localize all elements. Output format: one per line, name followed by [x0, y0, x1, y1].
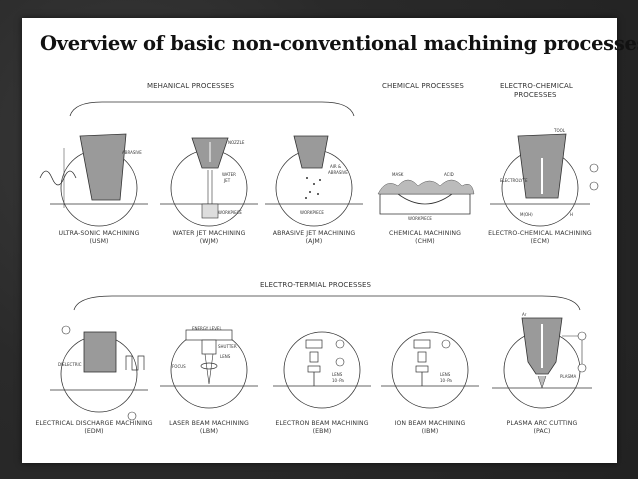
callout-acid: ACID	[444, 172, 454, 177]
label-ecm-name: ELECTRO-CHEMICAL MACHINING	[488, 230, 592, 237]
callout-water-2: JET	[224, 178, 231, 183]
ajm-nozzle	[293, 135, 329, 169]
callout-abrasive: ABRASIVE	[122, 150, 142, 155]
ibm-circle	[391, 331, 469, 409]
label-pac-name: PLASMA ARC CUTTING	[506, 420, 578, 427]
group-electro-chemical-label-1: ELECTRO-CHEMICAL	[500, 82, 573, 90]
callout-h2: H	[570, 212, 574, 217]
label-ecm: ELECTRO-CHEMICAL MACHINING (ECM)	[480, 230, 600, 246]
label-ibm: ION BEAM MACHINING (IBM)	[370, 420, 490, 436]
callout-water-1: WATER	[222, 172, 236, 177]
label-ecm-abbr: (ECM)	[530, 238, 550, 245]
label-edm-abbr: (EDM)	[84, 428, 104, 435]
label-ibm-name: ION BEAM MACHINING	[394, 420, 466, 427]
callout-workpiece-wjm: WORKPIECE	[218, 210, 242, 215]
label-wjm-name: WATER JET MACHINING	[172, 230, 246, 237]
callout-ebm-lens: LENS	[332, 372, 343, 377]
callout-workpiece-ajm: WORKPIECE	[300, 210, 324, 215]
lbm-laser	[185, 329, 233, 370]
callout-tool: TOOL	[554, 128, 565, 133]
label-edm-name: ELECTRICAL DISCHARGE MACHINING	[35, 420, 153, 427]
label-chm: CHEMICAL MACHINING (CHM)	[365, 230, 485, 246]
callout-plasma: PLASMA	[560, 374, 577, 379]
bracket-mechanical	[69, 101, 355, 117]
callout-energy-level: ENERGY LEVEL	[192, 326, 222, 331]
label-pac: PLASMA ARC CUTTING (PAC)	[482, 420, 602, 436]
group-mechanical-label: MEHANICAL PROCESSES	[147, 82, 235, 90]
ibm-gun	[413, 339, 431, 373]
label-ajm-name: ABRASIVE JET MACHINING	[272, 230, 356, 237]
bracket-electro-thermal	[73, 295, 581, 311]
callout-shutter: SHUTTER	[218, 344, 237, 349]
label-wjm: WATER JET MACHINING (WJM)	[149, 230, 269, 246]
callout-ebm-pa: 10⁻Pa	[332, 378, 344, 383]
ebm-gun	[305, 339, 323, 373]
label-chm-name: CHEMICAL MACHINING	[389, 230, 461, 237]
callout-ibm-pa: 10⁻Pa	[440, 378, 452, 383]
label-lbm: LASER BEAM MACHINING (LBM)	[149, 420, 269, 436]
label-pac-abbr: (PAC)	[533, 428, 551, 435]
callout-ar: Ar	[522, 312, 527, 317]
callout-lbm-lens: LENS	[220, 354, 231, 359]
label-ebm: ELECTRON BEAM MACHINING (EBM)	[262, 420, 382, 436]
label-chm-abbr: (CHM)	[415, 238, 435, 245]
usm-wave	[39, 170, 77, 186]
callout-nozzle: NOZZLE	[228, 140, 245, 145]
callout-electrolyte: ELECTROLYTE	[500, 178, 528, 183]
edm-electrode	[83, 331, 117, 373]
group-electro-thermal-label: ELECTRO-TERMIAL PROCESSES	[260, 281, 372, 289]
callout-moh: M(OH)	[520, 212, 533, 217]
label-wjm-abbr: (WJM)	[199, 238, 219, 245]
label-ebm-name: ELECTRON BEAM MACHINING	[275, 420, 369, 427]
label-lbm-abbr: (LBM)	[199, 428, 219, 435]
label-ajm: ABRASIVE JET MACHINING (AJM)	[254, 230, 374, 246]
edm-pulses	[125, 355, 145, 371]
callout-focus: FOCUS	[172, 364, 186, 369]
group-electro-chemical-label-2: PROCESSES	[514, 91, 557, 99]
chm-etchant	[377, 179, 475, 195]
callout-air-2: ABRASIVE	[328, 170, 348, 175]
label-edm: ELECTRICAL DISCHARGE MACHINING (EDM)	[29, 420, 159, 436]
callout-air-1: AIR &	[330, 164, 342, 169]
label-usm-abbr: (USM)	[89, 238, 109, 245]
ebm-circle	[283, 331, 361, 409]
label-ibm-abbr: (IBM)	[421, 428, 439, 435]
callout-mask: MASK	[392, 172, 404, 177]
group-chemical-label: CHEMICAL PROCESSES	[382, 82, 464, 90]
slide: Overview of basic non-conventional machi…	[22, 18, 638, 463]
label-usm-name: ULTRA-SONIC MACHINING	[58, 230, 140, 237]
label-lbm-name: LASER BEAM MACHINING	[169, 420, 249, 427]
usm-tool	[79, 133, 127, 201]
callout-workpiece-chm: WORKPIECE	[408, 216, 432, 221]
callout-dielectric: DIELECTRIC	[58, 362, 82, 367]
label-usm: ULTRA-SONIC MACHINING (USM)	[39, 230, 159, 246]
label-ebm-abbr: (EBM)	[312, 428, 332, 435]
slide-title: Overview of basic non-conventional machi…	[40, 32, 638, 55]
callout-ibm-lens: LENS	[440, 372, 451, 377]
process-diagrams	[39, 101, 599, 421]
label-ajm-abbr: (AJM)	[305, 238, 323, 245]
